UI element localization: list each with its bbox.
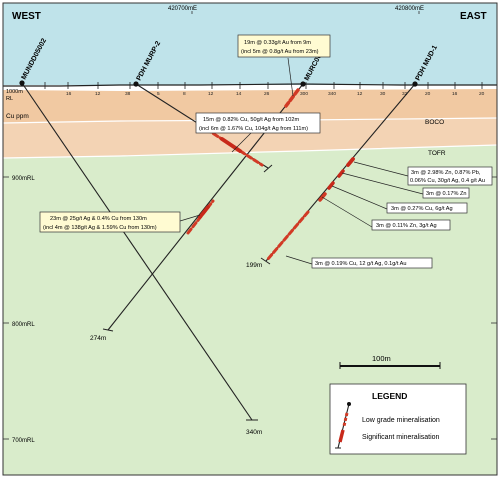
mud1-intercept-5 xyxy=(266,210,310,261)
mud1-intercept-3 xyxy=(327,181,335,190)
annotation-mud1-2: 3m @ 0.17% Zn xyxy=(422,187,470,199)
svg-text:12: 12 xyxy=(95,91,101,97)
boco-label: BOCO xyxy=(425,119,444,126)
rl-900-label: 900mRL xyxy=(12,176,35,182)
svg-text:12: 12 xyxy=(208,91,214,97)
svg-text:(incl 6m @ 1.67% Cu, 104g/t Ag: (incl 6m @ 1.67% Cu, 104g/t Ag from 111m… xyxy=(199,126,308,132)
annotation-leaders xyxy=(179,57,424,265)
svg-text:3m @ 0.17% Zn: 3m @ 0.17% Zn xyxy=(426,191,467,197)
svg-text:20: 20 xyxy=(479,91,485,97)
annotation-murp2: 15m @ 0.82% Cu, 50g/t Ag from 102m (incl… xyxy=(195,112,321,134)
legend-significant-label: Significant mineralisation xyxy=(362,434,440,441)
annotation-murc005: 19m @ 0.33g/t Au from 9m (incl 5m @ 0.8g… xyxy=(237,34,331,58)
svg-text:340: 340 xyxy=(328,91,336,97)
mud1-intercept-2 xyxy=(337,169,345,178)
rl-800-label: 800mRL xyxy=(12,322,35,328)
svg-text:16: 16 xyxy=(66,91,72,97)
svg-text:3m @ 0.19% Cu, 12 g/t Ag, 0.1g: 3m @ 0.19% Cu, 12 g/t Ag, 0.1g/t Au xyxy=(315,261,407,267)
easting-label-1: 420700mE xyxy=(168,6,197,12)
tofr-boundary xyxy=(2,144,498,159)
tofr-label: TOFR xyxy=(428,150,446,157)
east-label: EAST xyxy=(460,11,487,22)
legend: LEGEND Low grade mineralisation Signific… xyxy=(329,383,467,455)
easting-label-2: 420800mE xyxy=(395,6,424,12)
scale-label: 100m xyxy=(372,354,391,363)
svg-text:3m @ 0.27% Cu, 6g/t Ag: 3m @ 0.27% Cu, 6g/t Ag xyxy=(391,206,453,212)
svg-text:5: 5 xyxy=(157,91,160,97)
svg-text:16: 16 xyxy=(452,91,458,97)
mundd-ag-intercept-high xyxy=(198,205,210,219)
mud1-intercept-1 xyxy=(346,157,355,167)
surface-sample-labels: 16 12 38 5 8 12 14 26 300 340 12 30 32 2… xyxy=(66,91,485,97)
svg-text:(incl 5m @ 0.8g/t Au from 23m): (incl 5m @ 0.8g/t Au from 23m) xyxy=(241,49,319,55)
legend-significant-swatch xyxy=(338,429,345,443)
west-label: WEST xyxy=(12,11,41,22)
rl-suffix-label: RL xyxy=(6,96,13,102)
hole-depth-murp2: 274m xyxy=(90,335,106,342)
svg-text:12: 12 xyxy=(357,91,363,97)
svg-text:30: 30 xyxy=(380,91,386,97)
svg-text:3m @ 2.98% Zn, 0.87% Pb,: 3m @ 2.98% Zn, 0.87% Pb, xyxy=(411,170,481,176)
murc005-au-intercept xyxy=(284,88,300,108)
scale-bar: 100m xyxy=(339,354,441,369)
svg-text:26: 26 xyxy=(264,91,270,97)
svg-text:32: 32 xyxy=(402,91,408,97)
legend-title: LEGEND xyxy=(372,391,407,401)
ground-surface xyxy=(3,83,497,87)
legend-low-label: Low grade mineralisation xyxy=(362,417,440,424)
rl-1000-label: 1000m xyxy=(6,89,23,95)
annotation-mundd05002: 23m @ 25g/t Ag & 0.4% Cu from 130m (incl… xyxy=(39,211,181,233)
annotation-mud1-1: 3m @ 2.98% Zn, 0.87% Pb, 0.06% Cu, 30g/t… xyxy=(407,166,493,186)
svg-text:(incl 4m @ 138g/t Ag & 1.59% C: (incl 4m @ 138g/t Ag & 1.59% Cu from 130… xyxy=(43,225,157,231)
svg-text:15m @ 0.82% Cu, 50g/t Ag from: 15m @ 0.82% Cu, 50g/t Ag from 102m xyxy=(203,117,299,123)
svg-text:0.06% Cu, 30g/t Ag, 0.4 g/t Au: 0.06% Cu, 30g/t Ag, 0.4 g/t Au xyxy=(410,178,485,184)
rl-700-label: 700mRL xyxy=(12,438,35,444)
surface-samples xyxy=(44,82,483,89)
oxide-lower-band xyxy=(3,118,497,158)
svg-text:3m @ 0.11% Zn, 3g/t Ag: 3m @ 0.11% Zn, 3g/t Ag xyxy=(376,223,437,229)
hole-depth-mundd05002: 340m xyxy=(246,429,262,436)
svg-text:38: 38 xyxy=(125,91,131,97)
svg-text:300: 300 xyxy=(300,91,308,97)
svg-text:20: 20 xyxy=(425,91,431,97)
svg-text:23m @ 25g/t Ag & 0.4% Cu from: 23m @ 25g/t Ag & 0.4% Cu from 130m xyxy=(50,216,147,222)
cu-ppm-label: Cu ppm xyxy=(6,113,29,120)
oxide-upper-band xyxy=(3,89,497,123)
annotation-mud1-4: 3m @ 0.11% Zn, 3g/t Ag xyxy=(371,219,451,231)
annotation-mud1-5: 3m @ 0.19% Cu, 12 g/t Ag, 0.1g/t Au xyxy=(311,257,433,269)
murp2-cu-intercept-high xyxy=(220,137,242,153)
hole-depth-mud1: 199m xyxy=(246,262,262,269)
svg-text:19m @ 0.33g/t Au from 9m: 19m @ 0.33g/t Au from 9m xyxy=(244,40,311,46)
annotation-mud1-3: 3m @ 0.27% Cu, 6g/t Ag xyxy=(386,202,468,214)
legend-low-swatch xyxy=(342,412,349,427)
svg-text:8: 8 xyxy=(183,91,186,97)
svg-text:14: 14 xyxy=(236,91,242,97)
